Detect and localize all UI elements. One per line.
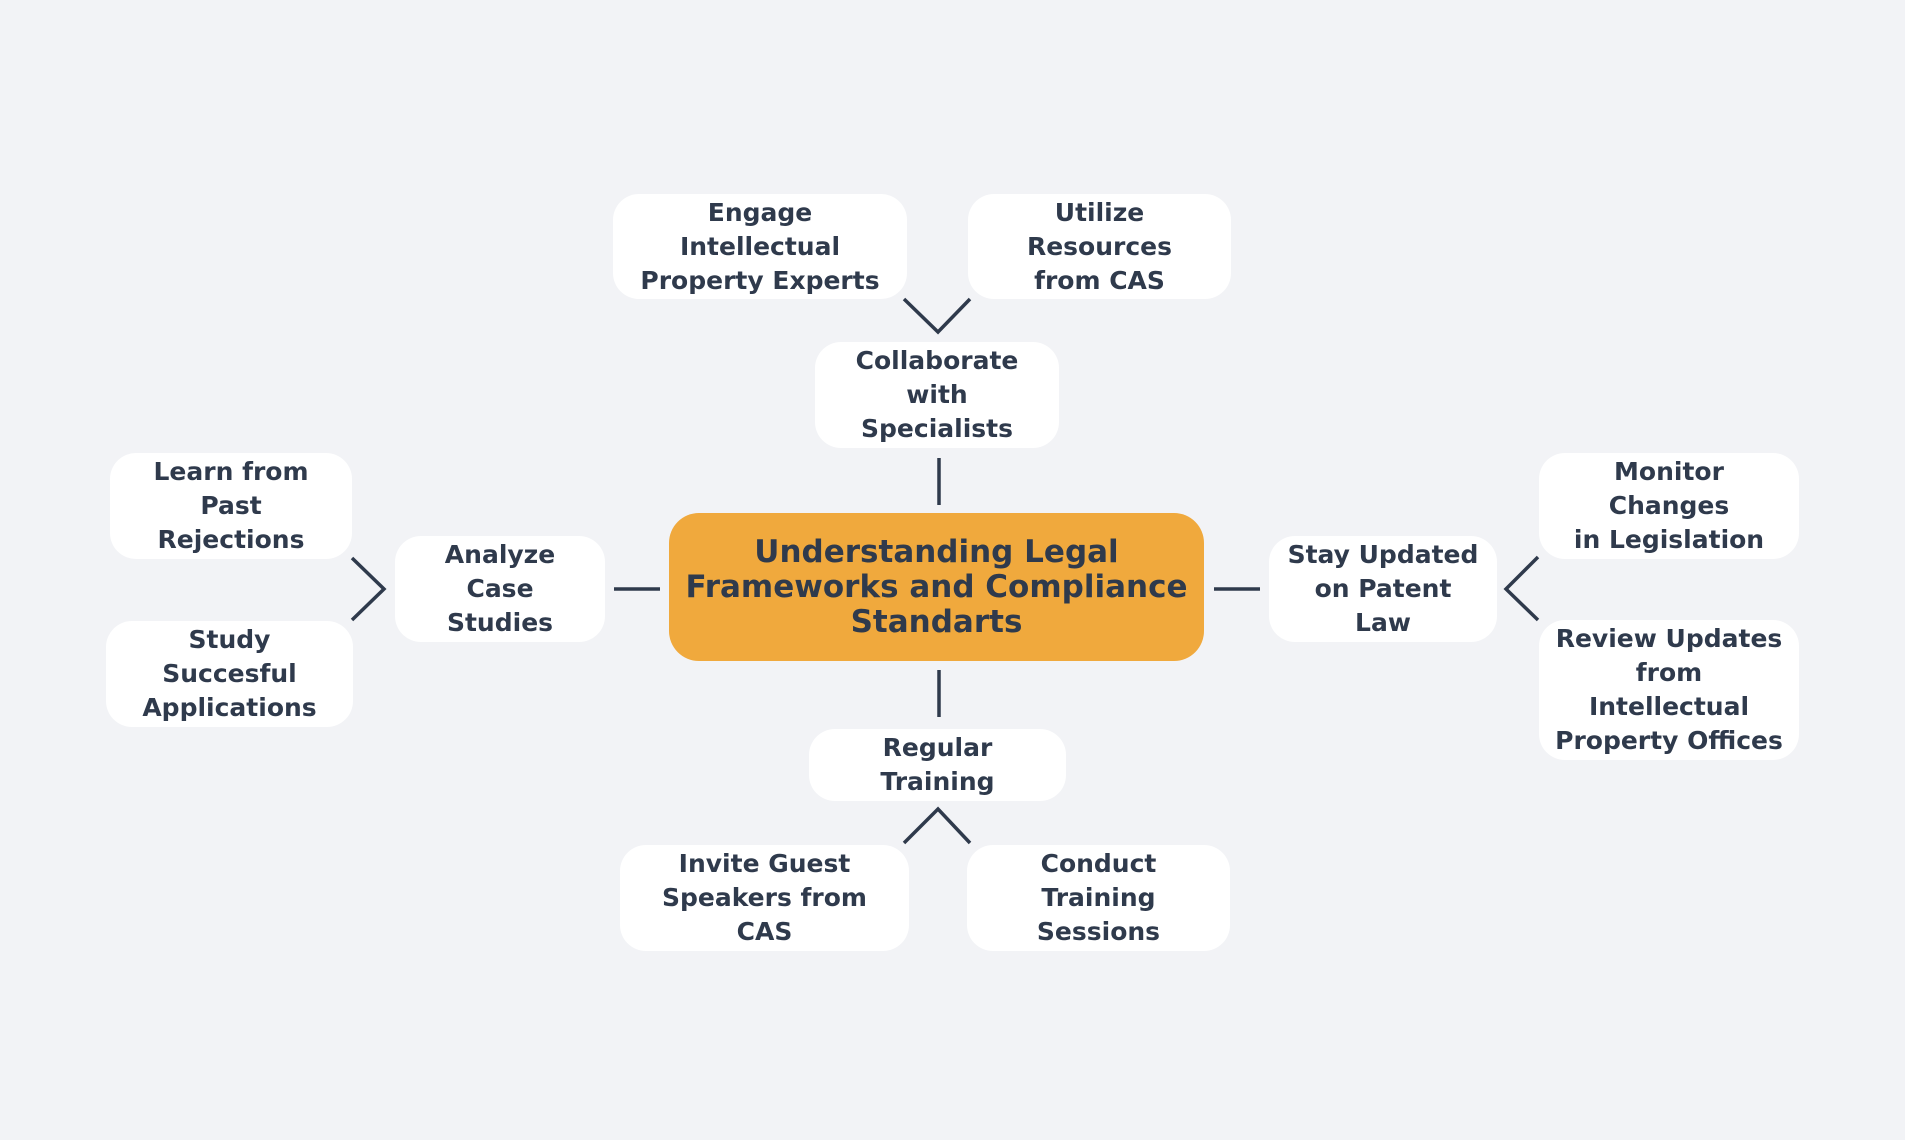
connector-bottom-children [902, 806, 972, 845]
leaf-learn-from-past-rejections[interactable]: Learn from Past Rejections [110, 453, 352, 559]
branch-stay-updated-patent-law[interactable]: Stay Updated on Patent Law [1269, 536, 1497, 642]
connector-left-children [350, 556, 387, 622]
leaf-engage-ip-experts[interactable]: Engage Intellectual Property Experts [613, 194, 907, 299]
connector-top-children [902, 297, 972, 335]
leaf-utilize-resources-cas[interactable]: Utilize Resources from CAS [968, 194, 1231, 299]
branch-collaborate-with-specialists[interactable]: Collaborate with Specialists [815, 342, 1059, 448]
branch-analyze-case-studies[interactable]: Analyze Case Studies [395, 536, 605, 642]
central-topic[interactable]: Understanding Legal Frameworks and Compl… [669, 513, 1204, 661]
leaf-study-succesful-applications[interactable]: Study Succesful Applications [106, 621, 353, 727]
leaf-invite-guest-speakers[interactable]: Invite Guest Speakers from CAS [620, 845, 909, 951]
leaf-conduct-training-sessions[interactable]: Conduct Training Sessions [967, 845, 1230, 951]
leaf-review-updates-ip-offices[interactable]: Review Updates from Intellectual Propert… [1539, 620, 1799, 760]
leaf-monitor-changes-legislation[interactable]: Monitor Changes in Legislation [1539, 453, 1799, 559]
connector-right-children [1503, 555, 1540, 622]
branch-regular-training[interactable]: Regular Training [809, 729, 1066, 801]
